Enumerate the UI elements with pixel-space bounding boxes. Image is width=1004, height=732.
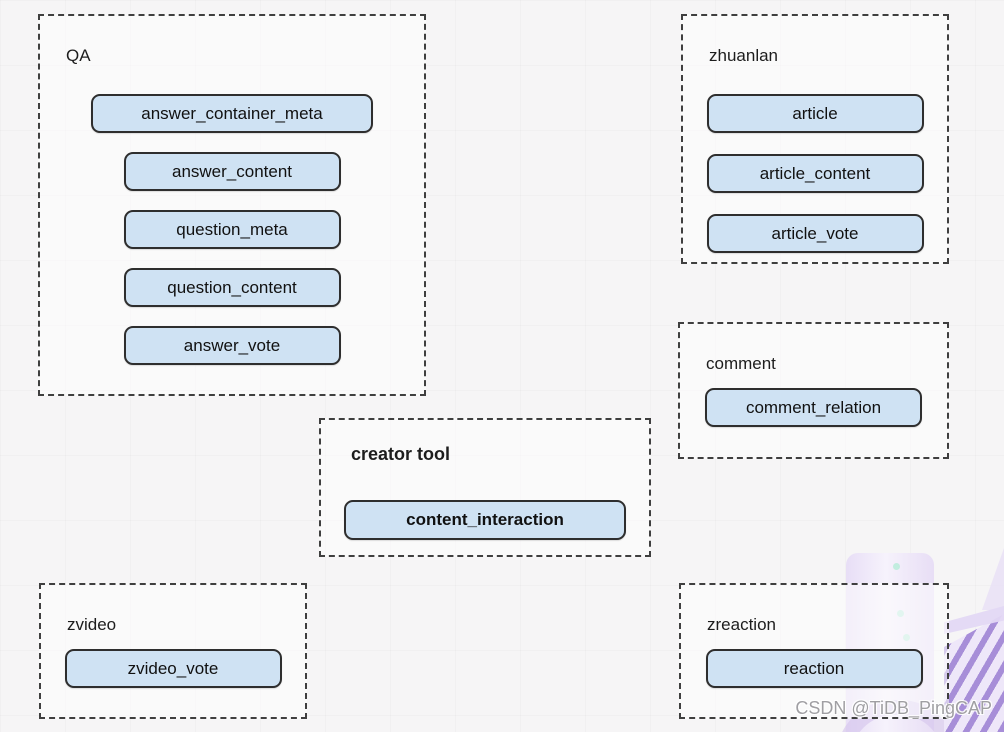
group-creator-tool-tables: content_interaction <box>321 420 649 555</box>
group-creator-tool-label: creator tool <box>351 444 451 464</box>
group-comment-tables: comment_relation <box>680 324 947 457</box>
table-node-question-meta: question_meta <box>123 210 341 249</box>
table-node-zvideo-vote: zvideo_vote <box>64 649 282 688</box>
group-zvideo: zvideo zvideo_vote <box>39 583 307 719</box>
table-node-comment-relation: comment_relation <box>705 388 922 427</box>
group-zhuanlan-tables: article article_content article_vote <box>683 16 947 262</box>
group-creator-tool: creator tool content_interaction <box>319 418 651 557</box>
group-zvideo-tables: zvideo_vote <box>41 585 305 717</box>
group-comment: comment comment_relation <box>678 322 949 459</box>
purple-striped-cube-top-decoration <box>944 606 1004 634</box>
table-node-answer-content: answer_content <box>123 152 341 191</box>
group-zhuanlan-label: zhuanlan <box>709 46 779 65</box>
table-node-article-vote: article_vote <box>706 214 924 253</box>
table-node-article-content: article_content <box>706 154 924 193</box>
group-zvideo-label: zvideo <box>67 615 117 634</box>
group-comment-label: comment <box>706 354 776 373</box>
purple-triangle-decoration <box>982 548 1004 610</box>
table-node-reaction: reaction <box>705 649 923 688</box>
table-node-article: article <box>706 94 924 133</box>
group-zreaction-label: zreaction <box>707 615 776 634</box>
group-qa-tables: answer_container_meta answer_content que… <box>40 16 424 394</box>
group-qa: QA answer_container_meta answer_content … <box>38 14 426 396</box>
teal-dot-decoration <box>893 563 900 570</box>
csdn-watermark: CSDN @TiDB_PingCAP <box>795 698 992 718</box>
table-node-content-interaction: content_interaction <box>344 500 626 540</box>
table-node-question-content: question_content <box>123 268 341 307</box>
group-zhuanlan: zhuanlan article article_content article… <box>681 14 949 264</box>
table-node-answer-vote: answer_vote <box>123 326 341 365</box>
table-node-answer-container-meta: answer_container_meta <box>91 94 373 133</box>
group-qa-label: QA <box>66 46 91 65</box>
